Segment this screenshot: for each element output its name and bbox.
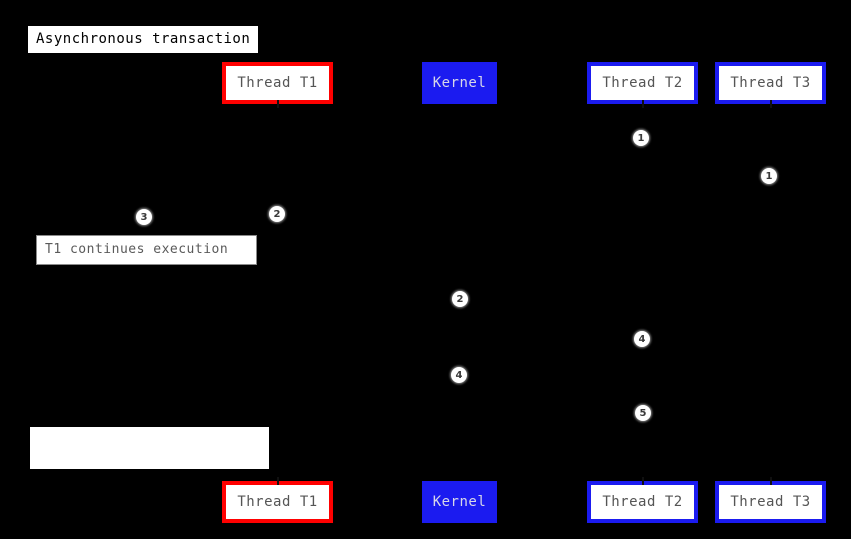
step-badge-step-t3-1: 1 — [761, 168, 777, 184]
step-badge-step-t1-3: 3 — [136, 209, 152, 225]
lifeline-label: Thread T3 — [730, 494, 811, 510]
diagram-title-text: Asynchronous transaction — [36, 31, 251, 47]
lifeline-stub-t2-foot — [641, 477, 644, 485]
lifeline-head-t2[interactable]: Thread T2 — [587, 62, 698, 104]
lifeline-stub-t1-head — [276, 100, 279, 108]
lifeline-stub-t3-head — [769, 100, 772, 108]
lifeline-head-t3[interactable]: Thread T3 — [715, 62, 826, 104]
lifeline-head-t1[interactable]: Thread T1 — [222, 62, 333, 104]
lifeline-stub-t2-head — [641, 100, 644, 108]
lifeline-head-kernel[interactable]: Kernel — [422, 62, 497, 104]
lifeline-label: Thread T2 — [602, 494, 683, 510]
lifeline-foot-t2[interactable]: Thread T2 — [587, 481, 698, 523]
lifeline-foot-t3[interactable]: Thread T3 — [715, 481, 826, 523]
step-badge-step-t1-2: 2 — [269, 206, 285, 222]
lifeline-label: Kernel — [432, 75, 487, 91]
lifeline-foot-kernel[interactable]: Kernel — [422, 481, 497, 523]
step-badge-step-t2-5: 5 — [635, 405, 651, 421]
lifeline-stub-t1-foot — [276, 477, 279, 485]
lifeline-label: Thread T1 — [237, 75, 318, 91]
diagram-title: Asynchronous transaction — [27, 25, 260, 54]
lifeline-label: Thread T1 — [237, 494, 318, 510]
lifeline-stub-t3-foot — [769, 477, 772, 485]
note-t1-continues[interactable]: T1 continues execution — [36, 235, 257, 265]
lifeline-label: Thread T3 — [730, 75, 811, 91]
lifeline-label: Kernel — [432, 494, 487, 510]
step-badge-step-kernel-2: 2 — [452, 291, 468, 307]
step-badge-step-t2-1: 1 — [633, 130, 649, 146]
panel-empty-note-panel[interactable] — [30, 427, 269, 469]
step-badge-step-t2-4: 4 — [634, 331, 650, 347]
note-text: T1 continues execution — [45, 242, 229, 257]
lifeline-foot-t1[interactable]: Thread T1 — [222, 481, 333, 523]
step-badge-step-kernel-4: 4 — [451, 367, 467, 383]
lifeline-label: Thread T2 — [602, 75, 683, 91]
